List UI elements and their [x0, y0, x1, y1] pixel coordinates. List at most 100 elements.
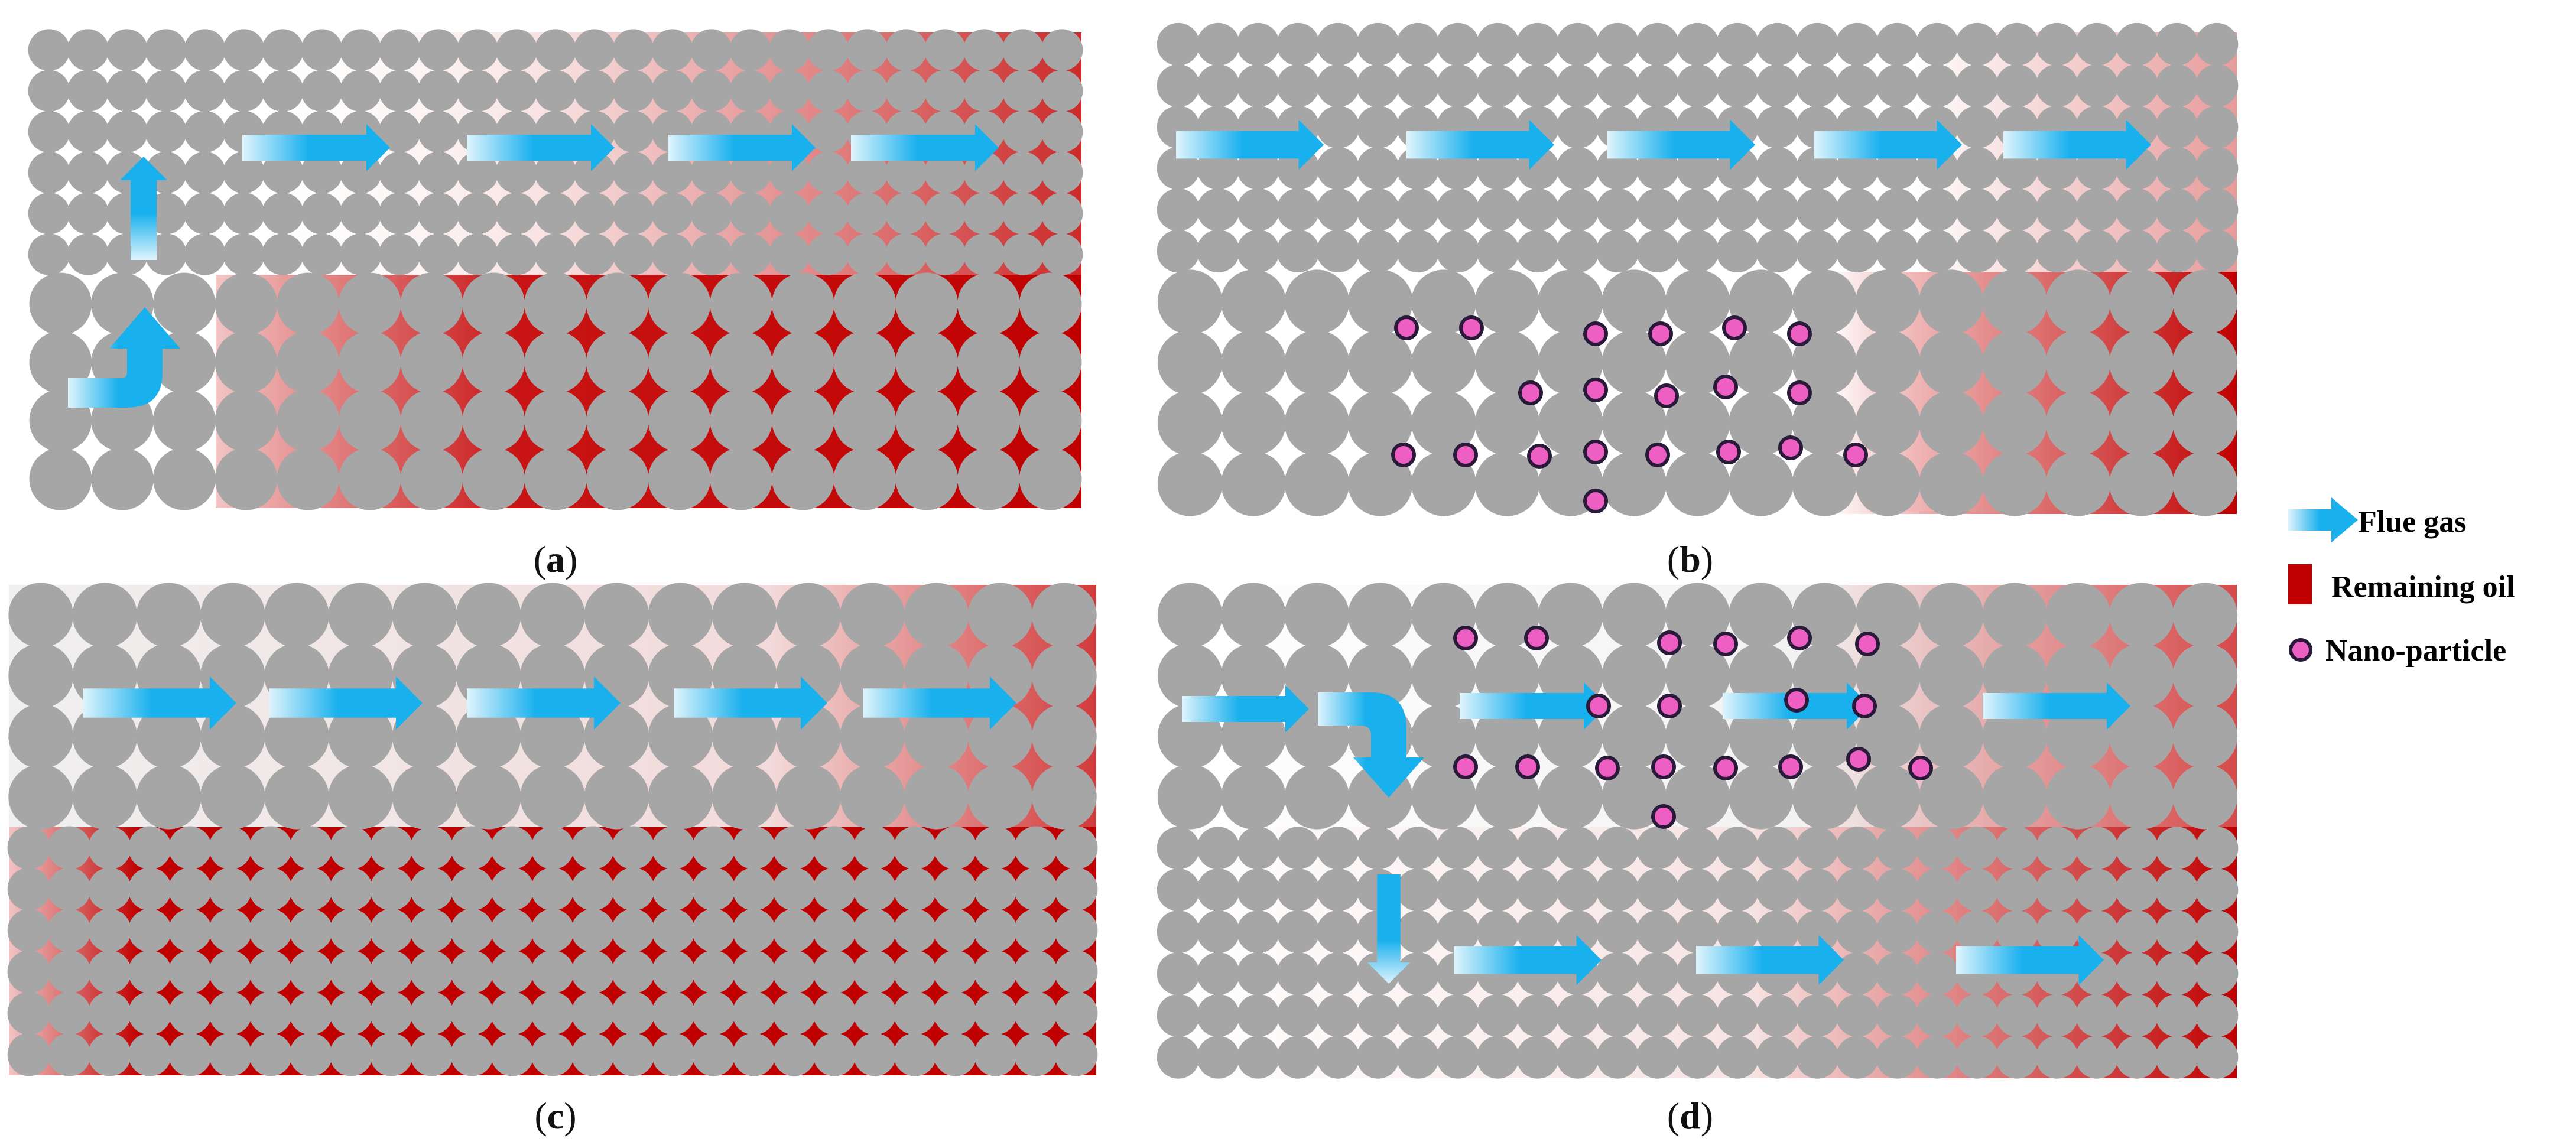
rock-grain — [262, 192, 304, 235]
nano-particle — [1855, 632, 1880, 656]
rock-grain — [963, 192, 1005, 235]
rock-grain — [648, 331, 711, 393]
rock-grain — [1556, 64, 1599, 108]
rock-grain — [495, 29, 538, 71]
rock-grain — [974, 991, 1018, 1035]
rock-grain — [1476, 229, 1519, 273]
rock-grain — [611, 1033, 655, 1076]
rock-grain — [495, 192, 538, 235]
rock-grain — [249, 867, 293, 911]
rock-grain — [277, 447, 340, 510]
rock-grain — [934, 950, 977, 994]
rock-grain — [1356, 147, 1399, 190]
rock-grain — [264, 583, 329, 648]
rock-grain — [456, 192, 499, 235]
rock-grain — [840, 764, 905, 830]
rock-grain — [369, 826, 413, 870]
rock-grain — [1221, 764, 1286, 830]
rock-grain — [1876, 994, 1919, 1037]
rock-grain — [1347, 451, 1413, 516]
rock-grain — [2155, 994, 2198, 1037]
legend-label-nano-particle: Nano-particle — [2325, 634, 2506, 668]
rock-grain — [648, 272, 711, 336]
rock-grain — [289, 991, 333, 1035]
panel-d-diagram — [1157, 583, 2239, 1079]
rock-grain — [531, 950, 574, 994]
rock-grain — [924, 29, 966, 71]
rock-grain — [106, 110, 148, 153]
rock-grain — [2109, 643, 2174, 708]
rock-grain — [329, 826, 373, 870]
rock-grain — [1729, 704, 1794, 769]
rock-grain — [772, 950, 816, 994]
rock-grain — [2035, 868, 2078, 912]
rock-grain — [651, 70, 694, 112]
rock-grain — [2172, 583, 2238, 648]
grain-layer — [7, 826, 1098, 1076]
rock-grain — [1041, 192, 1083, 235]
rock-grain — [1996, 64, 2039, 108]
rock-grain — [729, 151, 771, 194]
rock-grain — [2155, 910, 2198, 954]
rock-grain — [893, 991, 937, 1035]
rock-grain — [1636, 827, 1680, 870]
flue-gas-arrow-icon — [863, 676, 1016, 730]
rock-grain — [2035, 64, 2078, 108]
rock-grain — [974, 909, 1018, 952]
rock-grain — [1157, 583, 1223, 648]
rock-grain — [400, 389, 463, 452]
rock-grain — [1556, 994, 1599, 1037]
rock-grain — [1982, 643, 2048, 708]
nano-particle — [1713, 632, 1738, 656]
rock-grain — [1792, 643, 1857, 708]
rock-grain — [813, 826, 856, 870]
rock-grain — [963, 70, 1005, 112]
rock-grain — [28, 233, 70, 275]
rock-grain — [2109, 764, 2174, 830]
rock-grain — [729, 192, 771, 235]
rock-grain — [893, 1033, 937, 1076]
rock-grain — [369, 867, 413, 911]
rock-grain — [1221, 269, 1286, 335]
rock-grain — [1221, 451, 1286, 516]
nano-particle — [1713, 375, 1738, 399]
rock-grain — [7, 950, 51, 994]
rock-grain — [1236, 868, 1280, 912]
rock-grain — [29, 447, 92, 510]
rock-grain — [1474, 643, 1540, 708]
rock-grain — [1955, 1036, 1999, 1079]
rock-grain — [462, 447, 525, 510]
rock-grain — [2109, 330, 2174, 395]
rock-grain — [301, 70, 343, 112]
rock-grain — [145, 110, 187, 153]
rock-grain — [1729, 583, 1794, 648]
rock-grain — [1665, 451, 1730, 516]
rock-grain — [1356, 1036, 1399, 1079]
rock-grain — [462, 389, 525, 452]
rock-grain — [729, 233, 771, 275]
rock-grain — [1157, 952, 1200, 996]
rock-grain — [2172, 764, 2238, 830]
rock-grain — [1197, 1036, 1240, 1079]
rock-grain — [1396, 22, 1440, 66]
rock-grain — [106, 70, 148, 112]
rock-grain — [1556, 910, 1599, 954]
rock-grain — [1347, 330, 1413, 395]
rock-grain — [2195, 229, 2239, 273]
rock-grain — [223, 70, 265, 112]
rock-grain — [1676, 868, 1719, 912]
rock-grain — [729, 29, 771, 71]
rock-grain — [1729, 391, 1794, 456]
rock-grain — [184, 233, 226, 275]
rock-grain — [776, 583, 841, 648]
rock-grain — [1796, 64, 1839, 108]
rock-grain — [846, 192, 888, 235]
nano-particle — [1657, 694, 1682, 718]
rock-grain — [1915, 64, 1959, 108]
rock-grain — [1756, 994, 1799, 1037]
rock-grain — [339, 389, 401, 452]
rock-grain — [1516, 994, 1560, 1037]
rock-grain — [586, 331, 649, 393]
rock-grain — [2115, 1036, 2159, 1079]
rock-grain — [1596, 868, 1639, 912]
